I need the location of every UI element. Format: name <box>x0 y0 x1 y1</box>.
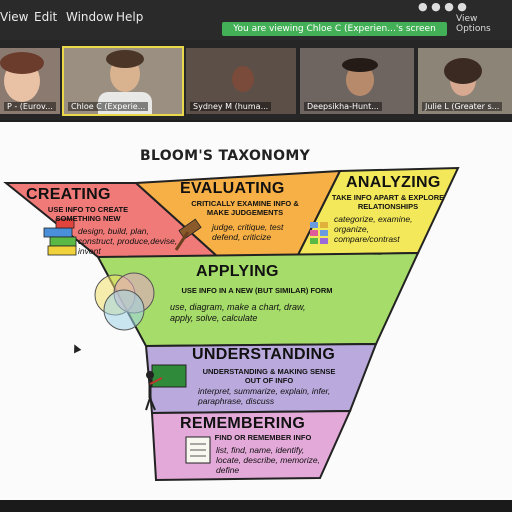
app-menubar: View Edit Window Help ● ● ● ● You are vi… <box>0 0 512 40</box>
remembering-heading: REMEMBERING <box>180 415 306 432</box>
applying-heading: APPLYING <box>196 263 279 280</box>
venn-diagram-icon <box>94 272 155 331</box>
analyzing-heading: ANALYZING <box>346 174 441 191</box>
understanding-verbs: interpret, summarize, explain, infer, pa… <box>198 386 331 406</box>
participant-name: Julie L (Greater s... <box>422 102 503 111</box>
gavel-icon <box>174 218 202 251</box>
menu-edit[interactable]: Edit <box>34 10 58 24</box>
menu-window[interactable]: Window <box>66 10 114 24</box>
status-icons: ● ● ● ● <box>418 0 467 13</box>
creating-verbs: design, build, plan, construct, produce,… <box>78 226 178 256</box>
blocks-icon <box>43 218 77 256</box>
creating-subtitle: USE INFO TO CREATE SOMETHING NEW <box>47 205 129 223</box>
chart-grid-icon <box>310 222 328 244</box>
participant-tile[interactable]: Deepsikha-Hunt... <box>300 48 414 114</box>
participant-face <box>232 66 254 92</box>
menu-help[interactable]: Help <box>116 10 144 24</box>
evaluating-verbs: judge, critique, test defend, criticize <box>212 222 284 242</box>
participant-hair <box>342 58 378 72</box>
participant-tile[interactable]: Sydney M (huma... <box>186 48 296 114</box>
meeting-toolbar[interactable] <box>0 500 512 512</box>
understanding-heading: UNDERSTANDING <box>192 346 336 363</box>
analyzing-subtitle: TAKE INFO APART & EXPLORE RELATIONSHIPS <box>331 193 445 211</box>
participant-name: Chloe C (Experie... <box>68 102 149 111</box>
slide-title: BLOOM'S TAXONOMY <box>140 148 311 164</box>
participant-tile[interactable]: Julie L (Greater s... <box>418 48 512 114</box>
participant-strip: P - (Eurov... Chloe C (Experie... Sydney… <box>0 40 512 120</box>
menu-view[interactable]: View <box>0 10 29 24</box>
participant-tile-active[interactable]: Chloe C (Experie... <box>62 46 184 116</box>
evaluating-subtitle: CRITICALLY EXAMINE INFO & MAKE JUDGEMENT… <box>191 199 299 217</box>
participant-tile[interactable]: P - (Eurov... <box>0 48 60 114</box>
participant-hair <box>0 52 44 74</box>
analyzing-verbs: categorize, examine, organize, compare/c… <box>334 214 413 244</box>
applying-subtitle: USE INFO IN A NEW (BUT SIMILAR) FORM <box>181 286 333 295</box>
understanding-subtitle: UNDERSTANDING & MAKING SENSE OUT OF INFO <box>202 367 336 385</box>
participant-shirt <box>98 92 152 114</box>
participant-name: Deepsikha-Hunt... <box>304 102 382 111</box>
teacher-board-icon <box>145 364 187 411</box>
participant-hair <box>444 58 482 84</box>
participant-hair <box>106 50 144 68</box>
view-options-button[interactable]: View Options <box>456 14 491 34</box>
applying-verbs: use, diagram, make a chart, draw, apply,… <box>170 302 306 323</box>
participant-name: Sydney M (huma... <box>190 102 272 111</box>
creating-heading: CREATING <box>26 186 111 203</box>
participant-name: P - (Eurov... <box>4 102 56 111</box>
remembering-subtitle: FIND OR REMEMBER INFO <box>214 433 312 442</box>
screen-share-banner: You are viewing Chloe C (Experien...'s s… <box>222 22 447 36</box>
remembering-verbs: list, find, name, identify, locate, desc… <box>216 445 320 475</box>
notepad-icon <box>185 436 211 464</box>
evaluating-heading: EVALUATING <box>180 180 285 197</box>
